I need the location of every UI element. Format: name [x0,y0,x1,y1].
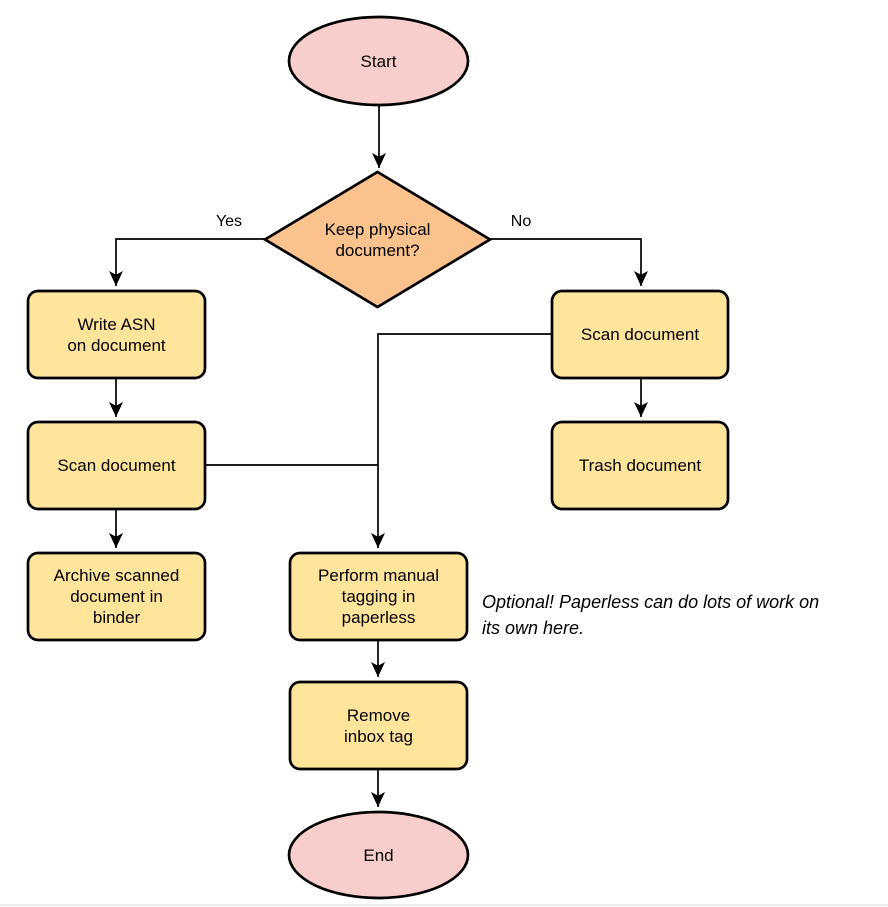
node-write-asn-on-document [26,289,207,380]
node-archive-scanned-document [26,551,207,642]
node-scan-document-right [550,289,730,380]
node-remove-inbox-tag [288,680,469,771]
node-perform-manual-tagging [288,551,469,642]
node-end [287,810,470,900]
edge-decision-no [490,238,648,286]
edge-scan-right-to-tagging [371,333,552,548]
node-layer [26,15,730,900]
node-trash-document [550,420,730,511]
node-scan-document-left [26,420,207,511]
node-keep-physical-document [262,170,493,309]
bottom-divider [0,904,888,906]
edge-layer [109,105,648,807]
edge-decision-yes [109,238,265,286]
annotation-note: Optional! Paperless can do lots of work … [482,592,820,638]
node-start [287,15,470,107]
